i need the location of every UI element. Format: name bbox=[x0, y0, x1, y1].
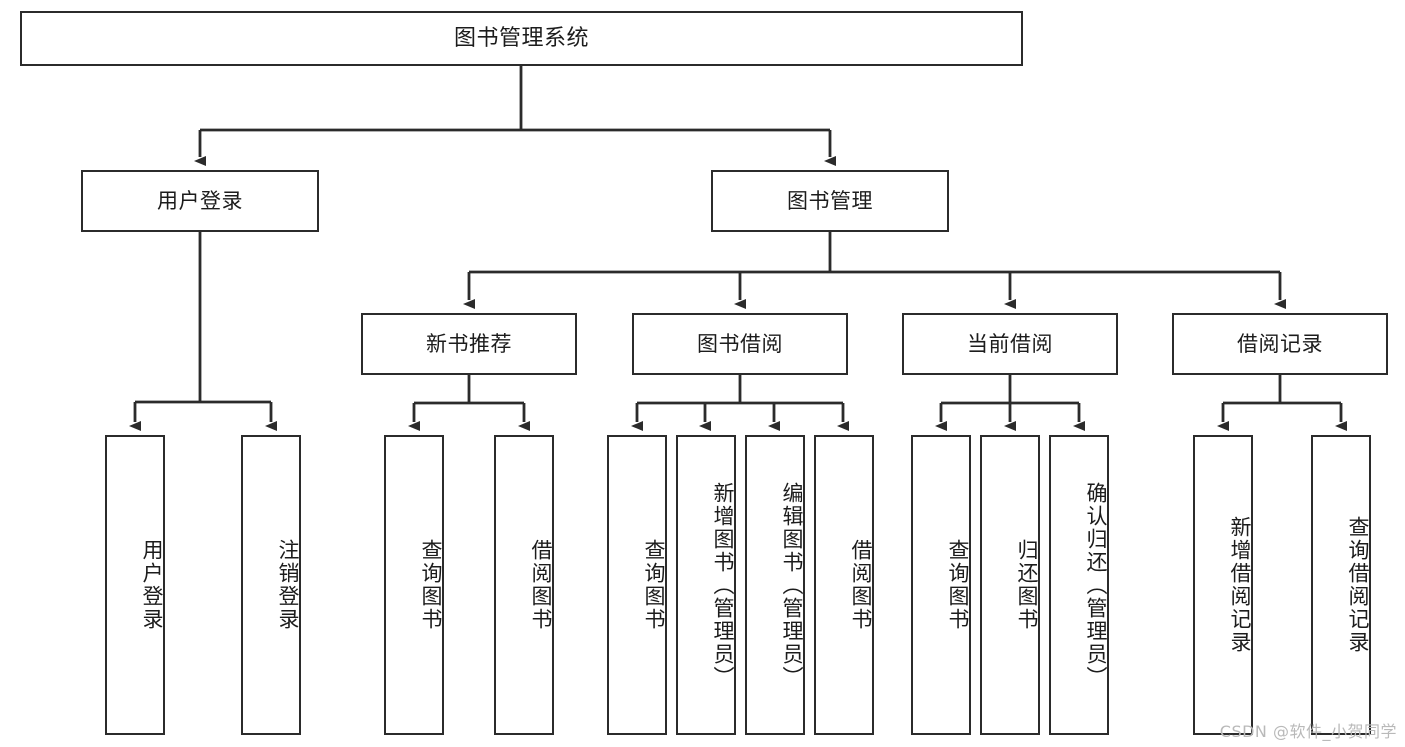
node-label: 用户登录 bbox=[140, 539, 164, 631]
node-current-borrow[interactable]: 当前借阅 bbox=[902, 313, 1118, 375]
node-label: 借阅图书 bbox=[529, 539, 553, 631]
node-book-management[interactable]: 图书管理 bbox=[711, 170, 949, 232]
node-leaf-return-book[interactable]: 归还图书 bbox=[980, 435, 1040, 735]
node-leaf-query-book-3[interactable]: 查询图书 bbox=[911, 435, 971, 735]
node-leaf-query-book-1[interactable]: 查询图书 bbox=[384, 435, 444, 735]
node-leaf-user-login[interactable]: 用户登录 bbox=[105, 435, 165, 735]
node-root-system[interactable]: 图书管理系统 bbox=[20, 11, 1023, 66]
node-label: 图书借阅 bbox=[697, 331, 783, 356]
node-label: 用户登录 bbox=[157, 188, 243, 213]
node-new-book-recommend[interactable]: 新书推荐 bbox=[361, 313, 577, 375]
node-label: 当前借阅 bbox=[967, 331, 1053, 356]
node-label: 查询图书 bbox=[946, 539, 970, 631]
node-label: 归还图书 bbox=[1015, 539, 1039, 631]
node-label: 图书管理 bbox=[787, 188, 873, 213]
node-label: 借阅图书 bbox=[849, 539, 873, 631]
watermark-text: CSDN @软件_小贺同学 bbox=[1219, 722, 1397, 741]
node-label: 确认归还（管理员） bbox=[1084, 481, 1108, 689]
node-label: 查询图书 bbox=[642, 539, 666, 631]
node-leaf-borrow-book-1[interactable]: 借阅图书 bbox=[494, 435, 554, 735]
node-label: 新增图书（管理员） bbox=[711, 481, 735, 689]
node-label: 新书推荐 bbox=[426, 331, 512, 356]
node-leaf-add-borrow-record[interactable]: 新增借阅记录 bbox=[1193, 435, 1253, 735]
node-leaf-query-borrow-record[interactable]: 查询借阅记录 bbox=[1311, 435, 1371, 735]
node-leaf-logout[interactable]: 注销登录 bbox=[241, 435, 301, 735]
node-leaf-confirm-return-admin[interactable]: 确认归还（管理员） bbox=[1049, 435, 1109, 735]
node-borrow-record[interactable]: 借阅记录 bbox=[1172, 313, 1388, 375]
node-book-borrow[interactable]: 图书借阅 bbox=[632, 313, 848, 375]
node-leaf-add-book-admin[interactable]: 新增图书（管理员） bbox=[676, 435, 736, 735]
node-user-login[interactable]: 用户登录 bbox=[81, 170, 319, 232]
node-label: 查询图书 bbox=[419, 539, 443, 631]
node-leaf-borrow-book-2[interactable]: 借阅图书 bbox=[814, 435, 874, 735]
node-leaf-edit-book-admin[interactable]: 编辑图书（管理员） bbox=[745, 435, 805, 735]
node-label: 图书管理系统 bbox=[453, 25, 589, 51]
node-label: 编辑图书（管理员） bbox=[780, 481, 804, 689]
node-leaf-query-book-2[interactable]: 查询图书 bbox=[607, 435, 667, 735]
node-label: 查询借阅记录 bbox=[1346, 516, 1370, 654]
node-label: 注销登录 bbox=[276, 539, 300, 631]
node-label: 借阅记录 bbox=[1237, 331, 1323, 356]
node-label: 新增借阅记录 bbox=[1228, 516, 1252, 654]
